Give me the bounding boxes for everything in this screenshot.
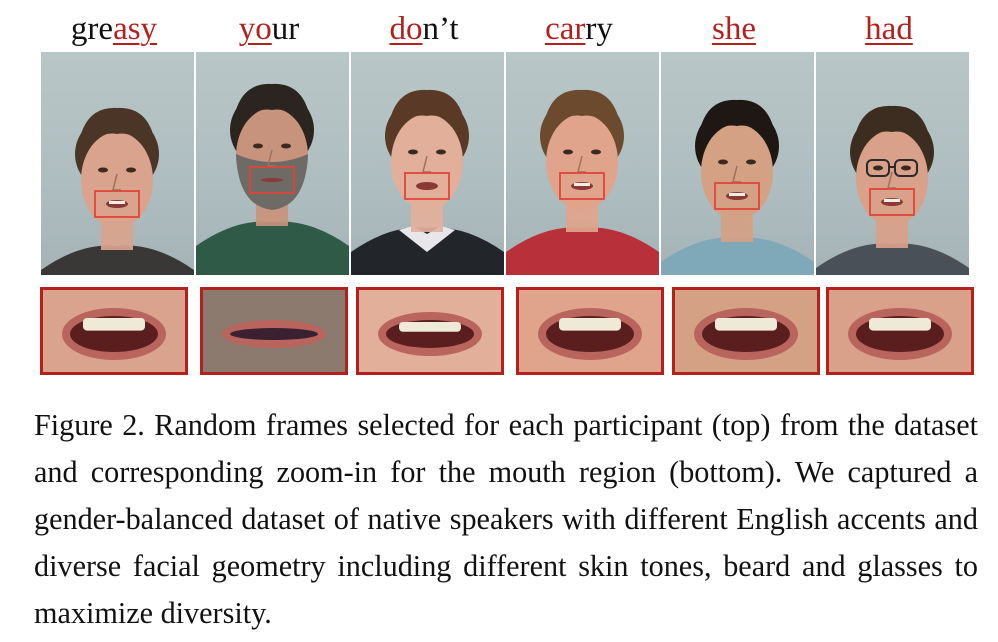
word-hl: yo (238, 11, 272, 47)
word-label: carry (503, 8, 655, 50)
mouth-zoom (200, 287, 348, 375)
word-hl: asy (113, 11, 158, 47)
word-label: your (193, 8, 345, 50)
word-hl: she (712, 11, 756, 47)
mouth-zoom (516, 287, 664, 375)
word-pre: gre (70, 11, 114, 47)
word-hl: car (545, 11, 586, 47)
mouth-zoom (40, 287, 188, 375)
word-post: ur (271, 11, 300, 47)
word-hl: do (389, 11, 423, 47)
caption-text: Figure 2. Random frames selected for eac… (34, 408, 978, 630)
mouth-zoom (672, 287, 820, 375)
participant-photo (41, 52, 194, 275)
participant-photo (196, 52, 349, 275)
word-label: had (813, 8, 965, 50)
word-hl: had (865, 11, 913, 47)
word-post: n’t (422, 11, 459, 47)
participant-photo (351, 52, 504, 275)
participant-photo (661, 52, 814, 275)
participant-photo (816, 52, 969, 275)
word-label: greasy (38, 8, 190, 50)
figure-caption: Figure 2. Random frames selected for eac… (34, 402, 978, 637)
mouth-zoom (826, 287, 974, 375)
word-label: she (658, 8, 810, 50)
word-label: don’t (348, 8, 500, 50)
word-post: ry (585, 11, 613, 47)
mouth-zoom (356, 287, 504, 375)
participant-photo (506, 52, 659, 275)
